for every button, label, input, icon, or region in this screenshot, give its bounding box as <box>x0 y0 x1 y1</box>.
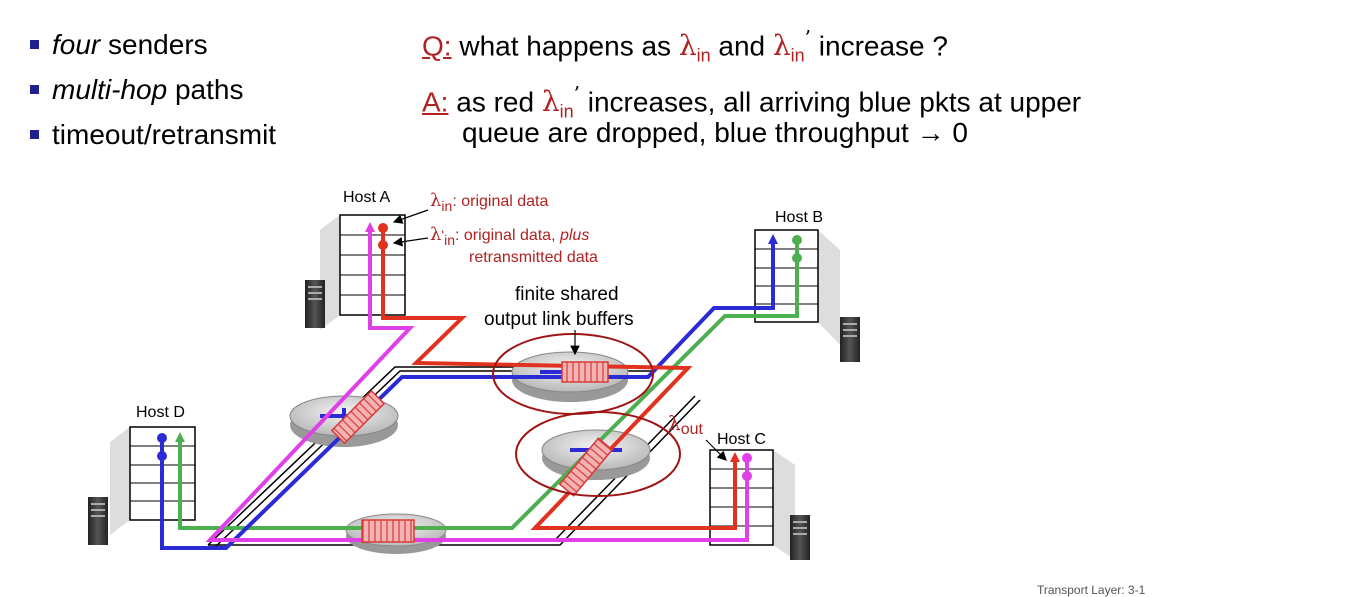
lambda-prime: ’ <box>573 82 580 106</box>
green-flow-path <box>178 242 799 530</box>
lambda-sub: in <box>441 198 452 214</box>
server-icon <box>840 317 860 362</box>
buffer-label-1: finite shared <box>515 284 619 305</box>
bullet-square <box>30 85 39 94</box>
buffer-left <box>330 389 386 445</box>
source-dot <box>792 235 802 245</box>
source-dot <box>157 433 167 443</box>
lambda-out-annotation: λout <box>668 411 703 438</box>
answer-line-1: A: as red λin’ increases, all arriving b… <box>422 82 1081 123</box>
annotation-text: : original data <box>452 193 548 210</box>
answer-line-2: queue are dropped, blue throughput → 0 <box>462 117 968 148</box>
source-dot <box>378 240 388 250</box>
server-icon <box>305 280 325 328</box>
answer-text-1: as red <box>448 86 542 118</box>
host-a: Host A <box>305 189 406 330</box>
source-dot <box>742 453 752 463</box>
lambda-sub: in <box>444 232 455 248</box>
arrowhead <box>175 432 185 442</box>
annotation-plus: plus <box>559 227 589 244</box>
lambda-out-sub: out <box>681 421 704 438</box>
lambda-prime: ’ <box>804 26 812 50</box>
server-icon <box>790 515 810 560</box>
bullet-four-senders: four senders <box>30 22 276 67</box>
lambda-in-symbol: λin <box>678 29 711 66</box>
lambda-in-prime-symbol: λin’ <box>541 82 580 122</box>
bullet-text: timeout/retransmit <box>52 118 277 150</box>
source-dot <box>378 223 388 233</box>
host-d-label: Host D <box>136 404 185 421</box>
annotation-text: : original data, <box>455 227 560 244</box>
server-icon <box>88 497 108 545</box>
buffer-top <box>561 361 609 383</box>
annotation-arrow <box>392 209 429 224</box>
magenta-flow-path <box>205 230 749 542</box>
bullet-square <box>30 130 39 139</box>
question-text-2: and <box>710 30 773 62</box>
annotation-arrow <box>392 237 429 247</box>
arrowhead <box>365 222 375 232</box>
red-flow-path <box>381 230 737 530</box>
footer: Transport Layer: 3-1 <box>1037 583 1146 597</box>
host-a-label: Host A <box>343 189 390 206</box>
lambda-sub: in <box>696 45 711 66</box>
lambda-in-prime-annotation: λ'in: original data, plus <box>430 224 589 248</box>
buffer-bottom <box>361 519 415 543</box>
source-dot <box>742 471 752 481</box>
bullet-text: paths <box>167 73 244 105</box>
lambda-prime: ' <box>441 227 444 243</box>
host-b-label: Host B <box>775 209 823 226</box>
highlight-ellipse-right <box>515 411 681 497</box>
lambda-sub: in <box>559 101 574 122</box>
source-dot <box>792 253 802 263</box>
host-c-label: Host C <box>717 431 766 448</box>
bullet-text: senders <box>100 28 208 60</box>
bullet-timeout: timeout/retransmit <box>30 112 276 157</box>
question-lead: Q: <box>422 30 452 62</box>
arrowhead <box>730 452 740 462</box>
blue-flow-path <box>160 242 775 550</box>
lambda-in-annotation: λin: original data <box>430 190 548 214</box>
lambda-in-prime-symbol: λin’ <box>772 26 812 66</box>
answer-text-2: increases, all arriving blue pkts at upp… <box>579 86 1082 118</box>
bullet-emphasis: multi-hop <box>52 73 168 105</box>
source-dot <box>157 451 167 461</box>
annotation-arrow <box>705 439 727 461</box>
arrowhead <box>768 234 778 244</box>
buffer-right <box>558 437 614 497</box>
lambda-glyph: λ <box>668 411 681 435</box>
question-text-3: increase ? <box>811 30 948 62</box>
lambda-sub: in <box>790 45 805 66</box>
host-b: Host B <box>754 209 860 362</box>
lambda-glyph: λ <box>678 29 697 63</box>
answer-lead: A: <box>422 86 449 118</box>
question-line: Q: what happens as λin and λin’ increase… <box>422 26 948 67</box>
buffer-label-2: output link buffers <box>484 309 634 330</box>
bullet-emphasis: four <box>52 28 101 60</box>
retransmitted-label: retransmitted data <box>469 249 598 266</box>
bullet-list: four senders multi-hop paths timeout/ret… <box>30 22 276 157</box>
lambda-glyph: λ <box>430 190 441 211</box>
bullet-square <box>30 40 39 49</box>
lambda-glyph: λ <box>541 85 560 119</box>
question-text-1: what happens as <box>451 30 679 62</box>
lambda-glyph: λ <box>430 224 441 245</box>
bullet-multi-hop: multi-hop paths <box>30 67 276 112</box>
lambda-glyph: λ <box>772 29 791 63</box>
